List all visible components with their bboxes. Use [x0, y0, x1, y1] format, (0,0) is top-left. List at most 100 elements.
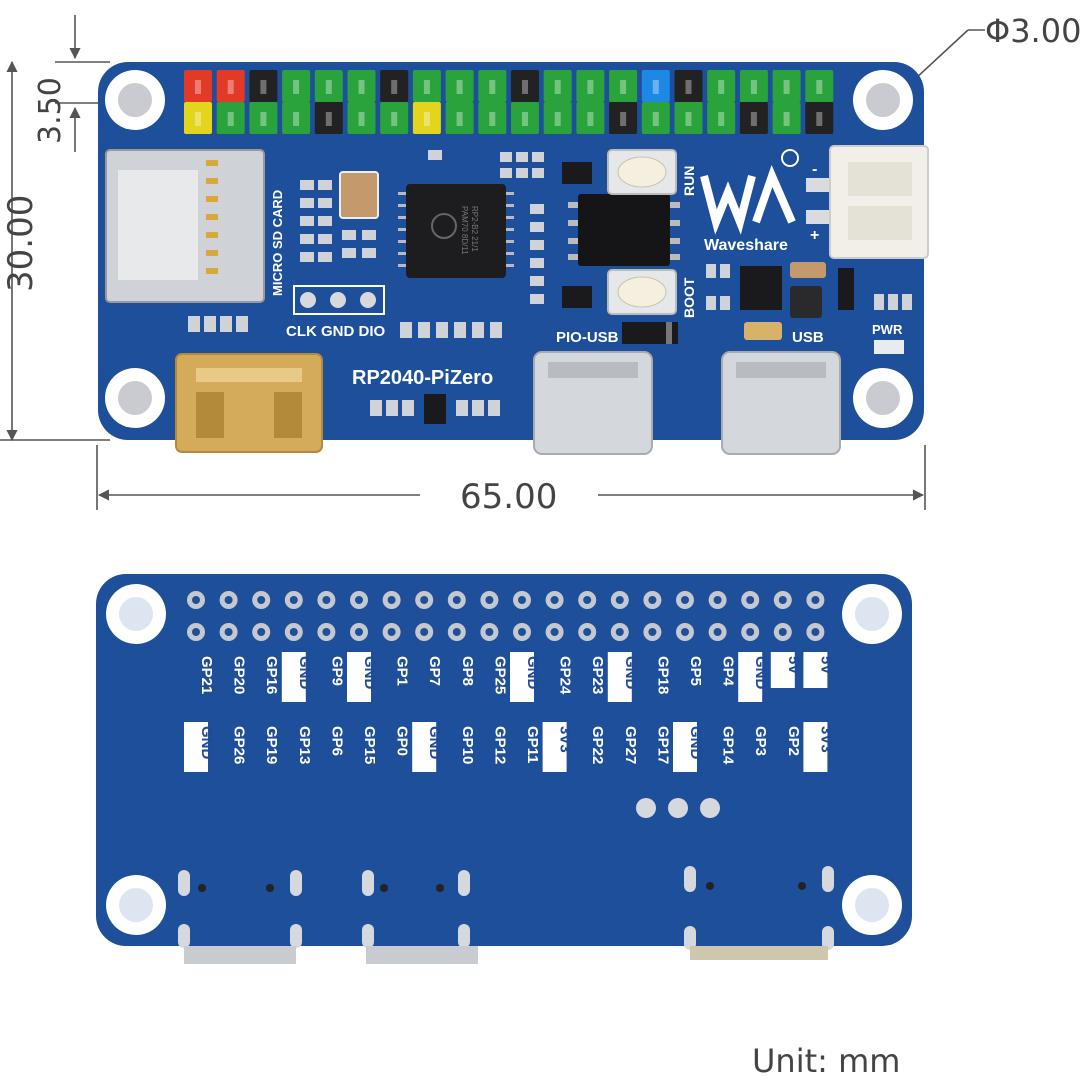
header-pin-top — [412, 70, 441, 102]
header-pin-bottom — [184, 102, 212, 134]
pin-label: GP27 — [622, 726, 639, 764]
pin-holes — [187, 591, 825, 641]
chip-marking-2: PAM70 8D/11 — [460, 206, 469, 255]
mounting-hole — [105, 70, 913, 428]
header-pin-bottom — [412, 102, 441, 134]
header-pin-bottom — [216, 102, 245, 134]
header-pin-top — [314, 70, 343, 102]
header-pin-bottom — [674, 102, 703, 134]
boot-button — [607, 269, 677, 315]
sd-card-label: MICRO SD CARD — [270, 190, 285, 296]
header-pin-top — [380, 70, 409, 102]
pin-label-box — [281, 652, 306, 702]
pin-label: GP21 — [198, 656, 215, 694]
pin-label-box — [607, 652, 632, 702]
pin-label: GP7 — [426, 656, 443, 686]
header-pin-bottom — [609, 102, 638, 134]
header-pin-top — [609, 70, 638, 102]
pin-label: GP18 — [654, 656, 671, 694]
pin-label: GP2 — [785, 726, 802, 756]
chip-marking-1: RP2-B2 21/1 — [470, 206, 479, 252]
pin-label: GP10 — [459, 726, 476, 764]
flash-chip — [568, 194, 680, 266]
pin-label: GND — [296, 656, 313, 690]
pin-label: GP22 — [589, 726, 606, 764]
run-button — [607, 149, 677, 195]
pin-label-box — [803, 722, 828, 772]
pin-label: GP6 — [328, 726, 345, 756]
header-pin-top — [184, 70, 212, 102]
header-pin-top — [674, 70, 703, 102]
pin-label: GP24 — [557, 656, 574, 695]
header-pin-bottom — [478, 102, 507, 134]
boot-label: BOOT — [681, 277, 697, 318]
pin-label: GP25 — [491, 656, 508, 694]
header-pin-top — [478, 70, 507, 102]
pio-usb-label: PIO-USB — [556, 329, 619, 346]
pin-label-box — [770, 652, 795, 688]
pio-usb-c-port — [533, 351, 653, 455]
header-pin-bottom — [511, 102, 539, 134]
pin-label: 3V3 — [557, 726, 574, 753]
header-pin-top — [347, 70, 376, 102]
header-pin-top — [249, 70, 278, 102]
debug-labels: CLK GND DIO — [286, 323, 385, 340]
usb-c-port — [721, 351, 841, 455]
pin-label: GP15 — [361, 726, 378, 764]
pin-label: GND — [361, 656, 378, 690]
pin-label: GND — [622, 656, 639, 690]
header-pin-bottom — [576, 102, 605, 134]
sd-card-slot — [105, 149, 265, 303]
unit-label: Unit: mm — [752, 1042, 900, 1080]
header-pin-bottom — [707, 102, 736, 134]
pin-label: 5V — [817, 656, 834, 674]
pin-label-box — [347, 652, 371, 702]
pin-label: GP12 — [491, 726, 508, 764]
pin-label: GP5 — [687, 656, 704, 686]
model-label: RP2040-PiZero — [352, 367, 493, 389]
pin-label: GP19 — [263, 726, 280, 764]
pin-label: GP9 — [328, 656, 345, 686]
brand-label: Waveshare — [704, 237, 788, 254]
pin-label-box — [673, 722, 697, 772]
pin-label: GP20 — [231, 656, 248, 694]
header-pin-bottom — [282, 102, 311, 134]
header-pin-bottom — [641, 102, 670, 134]
header-pin-bottom — [314, 102, 343, 134]
pin-label-box — [184, 722, 208, 772]
usb-label: USB — [792, 329, 824, 346]
battery-connector — [806, 145, 929, 259]
header-pin-top — [576, 70, 605, 102]
pin-label: GP17 — [654, 726, 671, 764]
header-pin-top — [511, 70, 539, 102]
header-pin-top — [805, 70, 834, 102]
header-pin-bottom — [805, 102, 834, 134]
rp2040-chip: RP2-B2 21/1 PAM70 8D/11 — [398, 184, 514, 278]
pin-label: GP13 — [296, 726, 313, 764]
header-pin-bottom — [347, 102, 376, 134]
pin-label: GP0 — [394, 726, 411, 756]
header-pin-bottom — [445, 102, 474, 134]
pin-label: GP16 — [263, 656, 280, 694]
header-pin-bottom — [380, 102, 409, 134]
hole-diameter-label: Φ3.00 — [985, 12, 1081, 50]
pin-label: GND — [426, 726, 443, 760]
header-pin-top — [445, 70, 474, 102]
waveshare-logo — [700, 149, 799, 235]
pin-label: GND — [524, 656, 541, 690]
header-pin-top — [739, 70, 768, 102]
board-height-label: 30.00 — [1, 195, 41, 292]
header-pin-top — [707, 70, 736, 102]
battery-minus-label: - — [812, 161, 817, 178]
header-pin-bottom — [543, 102, 572, 134]
pin-label: GND — [198, 726, 215, 760]
header-pin-top — [641, 70, 670, 102]
pin-label-box — [542, 722, 567, 772]
pin-label: GP8 — [459, 656, 476, 686]
header-pin-bottom — [739, 102, 768, 134]
bottom-board: GP21GNDGP20GP26GP16GP19GNDGP13GP9GP6GNDG… — [96, 574, 912, 964]
battery-plus-label: + — [810, 227, 819, 244]
pin-label-box — [803, 652, 828, 688]
pin-label: GND — [752, 656, 769, 690]
